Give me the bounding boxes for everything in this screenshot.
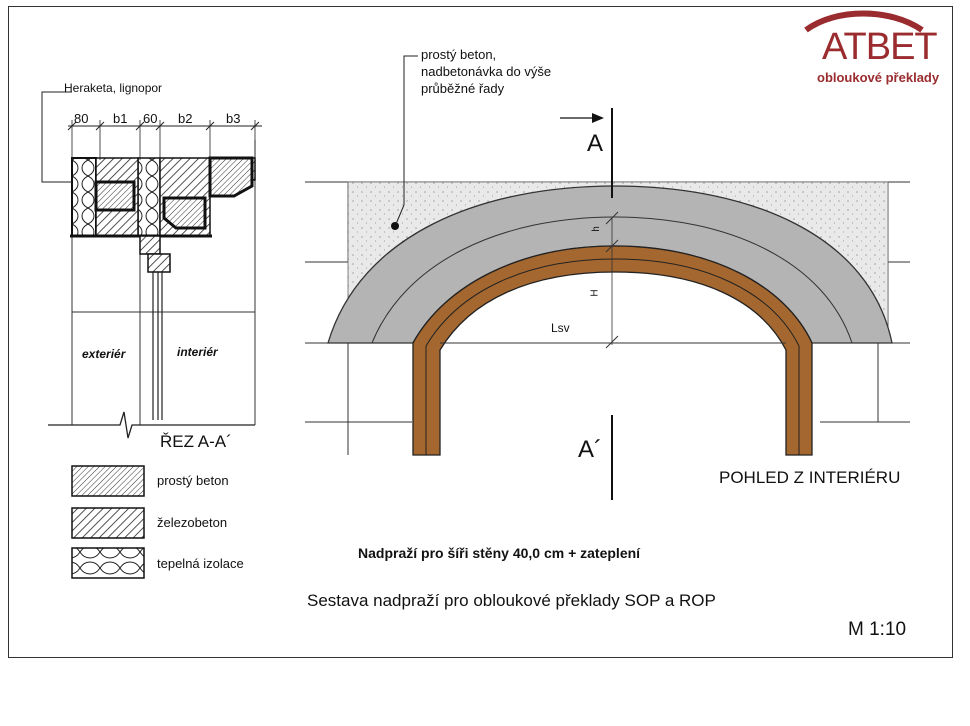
cut-label-bottom: A´ xyxy=(578,436,602,463)
view-title: POHLED Z INTERIÉRU xyxy=(719,468,901,487)
legend-label-plain-concrete: prostý beton xyxy=(157,473,229,488)
brand-subtitle: obloukové překlady xyxy=(817,70,940,85)
note-line-3: průběžné řady xyxy=(421,81,505,96)
legend-swatches xyxy=(71,465,145,579)
dim-b3: b3 xyxy=(226,111,241,126)
dim-b1: b1 xyxy=(113,111,128,126)
note-line-2: nadbetonávka do výše xyxy=(421,64,552,79)
dim-b2: b2 xyxy=(178,111,193,126)
elevation-drawing xyxy=(305,55,910,500)
brand-name: ATBET xyxy=(822,26,938,68)
dim-H-label: H xyxy=(589,289,601,297)
cut-label-top: A xyxy=(587,130,604,157)
dim-h-label: h xyxy=(590,226,602,232)
legend-label-reinforced-concrete: železobeton xyxy=(157,515,228,530)
brand-roof-icon xyxy=(804,10,924,33)
exterior-label: exteriér xyxy=(82,347,126,361)
section-title: ŘEZ A-A´ xyxy=(160,432,232,451)
drawing-subtitle: Nadpraží pro šíři stěny 40,0 cm + zatepl… xyxy=(358,545,641,561)
note-line-1: prostý beton, xyxy=(421,47,497,62)
interior-label: interiér xyxy=(177,345,218,359)
dim-lsv-label: Lsv xyxy=(551,321,570,335)
legend-label-insulation: tepelná izolace xyxy=(157,556,244,571)
drawing-title: Sestava nadpraží pro obloukové překlady … xyxy=(307,591,716,610)
scale-label: M 1:10 xyxy=(848,619,907,640)
dim-60: 60 xyxy=(143,111,158,126)
section-drawing xyxy=(41,91,262,439)
dim-80: 80 xyxy=(74,111,89,126)
material-label: Heraketa, lignopor xyxy=(64,81,163,95)
